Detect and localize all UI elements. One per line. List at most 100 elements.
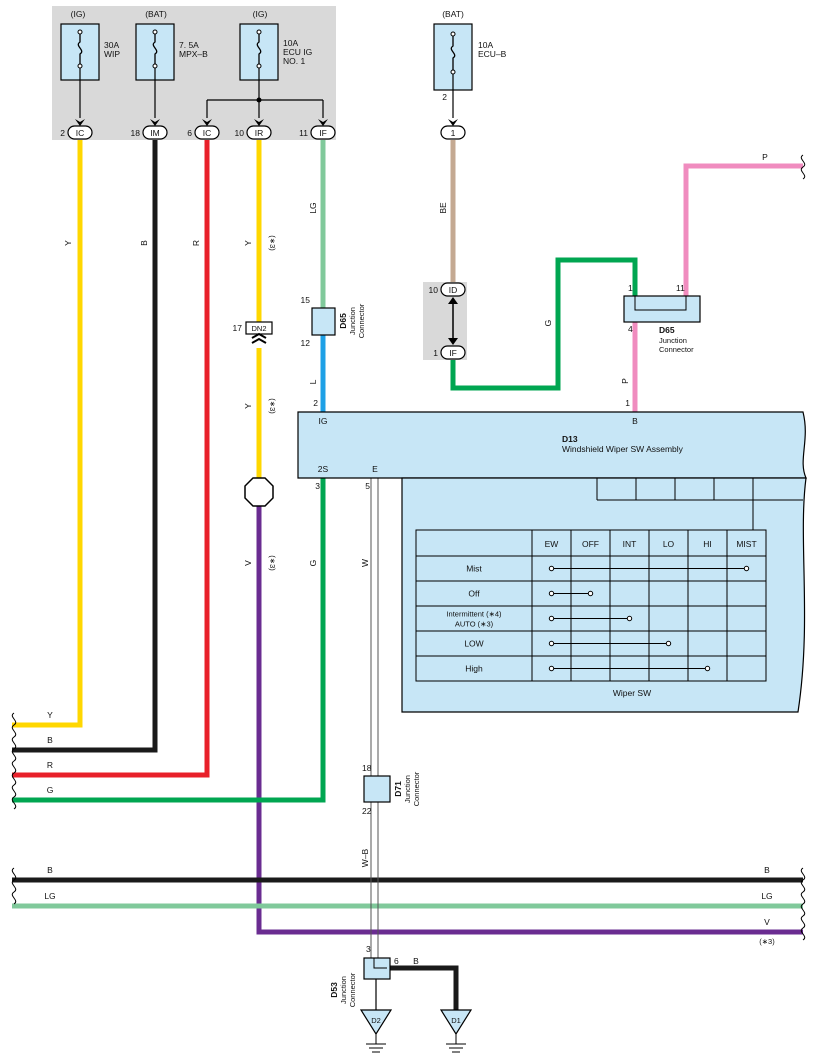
wires [12,140,803,1012]
wire-red [12,140,210,778]
d53-name2: Connector [348,972,357,1007]
switch-row-label: Intermittent (∗4) [446,610,502,619]
pin-1-label: IC [76,128,85,138]
label-bus-star: (∗3) [759,937,775,946]
d65b-name2: Connector [659,345,694,354]
switch-row-label: LOW [464,639,483,649]
d53-p6: 6 [394,956,399,966]
label-y2: Y [243,240,253,246]
d53-id: D53 [329,982,339,998]
d71-name2: Connector [412,771,421,806]
d65b-p4: 4 [628,324,633,334]
switch-contact-point [548,590,555,597]
switch-column-header: MIST [736,539,756,549]
label-bus-lg: LG [44,891,55,901]
wire-white [370,478,379,958]
fuse-4-amp: 10A [478,40,493,50]
switch-contact-point [587,590,594,597]
label-r1: R [191,240,201,246]
d13-pin-ig-no: 2 [313,398,318,408]
switch-contact-point [548,665,555,672]
d71-bot: 22 [362,806,372,816]
label-bus-b-right: B [764,865,770,875]
d65a-top: 15 [301,295,311,305]
jc-bot: IF [449,348,457,358]
label-w: W [360,559,370,567]
jc-top-no: 10 [429,285,439,295]
ground-d1 [439,1009,473,1053]
d13-pin-2s: 2S [318,464,329,474]
d13-pin-ig: IG [319,416,328,426]
ground-d2-label: D2 [371,1016,381,1025]
fuse-1 [60,23,100,81]
junction-d71 [363,775,391,803]
pin-4-no: 10 [235,128,245,138]
switch-column-header: EW [545,539,559,549]
label-ground-b: B [413,956,419,966]
label-p-top: P [762,152,768,162]
switch-contact-point [548,640,555,647]
switch-column-header: INT [623,539,637,549]
d65b-id: D65 [659,325,675,335]
label-left-r: R [47,760,53,770]
ground-d2 [359,1009,393,1053]
d13-pin-e-no: 5 [365,481,370,491]
label-be: BE [438,202,448,214]
switch-column-header: LO [663,539,675,549]
jc-top: ID [449,285,458,295]
junction-d65-left [311,307,336,336]
switch-contact-point [665,640,672,647]
label-v1: V [243,560,253,566]
label-wb: W–B [360,848,370,867]
d53-p3: 3 [366,944,371,954]
switch-row-label: High [465,664,483,674]
pin-5-label: IF [319,128,327,138]
d65a-name1: Junction [348,307,357,335]
label-bus-v-right: V [764,917,770,927]
fuse-3-source: (IG) [253,9,268,19]
fuse-3-name: ECU IG [283,47,312,57]
d65b-p1: 1 [628,283,633,293]
switch-contact-point [548,615,555,622]
pin-3-no: 6 [187,128,192,138]
pin-3-label: IC [203,128,212,138]
switch-row-label: Off [468,589,480,599]
dn2-id: DN2 [251,324,266,333]
fuse-pins [67,125,466,140]
wire-breaks-left [11,712,17,905]
fuse-4-pin-no: 2 [442,92,447,102]
label-star3a: (∗3) [268,235,277,251]
splice-dot [256,97,262,103]
switch-contact-point [626,615,633,622]
pin-2-no: 18 [131,128,141,138]
label-star3c: (∗3) [268,555,277,571]
switch-contact-point [704,665,711,672]
junction-d53 [363,957,391,1010]
label-g1: G [543,320,553,327]
fuse-3-amp: 10A [283,38,298,48]
label-y3: Y [243,403,253,409]
d71-name1: Junction [403,775,412,803]
fuse-1-source: (IG) [71,9,86,19]
fuse-3-name-2: NO. 1 [283,56,305,66]
d71-id: D71 [393,781,403,797]
switch-contact-point [743,565,750,572]
d71-top: 18 [362,763,372,773]
d13-pin-2s-no: 3 [315,481,320,491]
junction-id-if [423,282,467,360]
d13-pin-b-no: 1 [625,398,630,408]
pin-4-label: IR [255,128,264,138]
label-bus-b: B [47,865,53,875]
fuse-4-source: (BAT) [442,9,464,19]
fuse-2-amp: 7. 5A [179,40,199,50]
label-left-y: Y [47,710,53,720]
switch-column-header: OFF [582,539,599,549]
fuse-2-name: MPX–B [179,49,208,59]
label-star3b: (∗3) [268,398,277,414]
d13-pin-e: E [372,464,378,474]
pin-arrows [75,119,458,126]
wire-yellow [12,140,83,728]
d65a-name2: Connector [357,303,366,338]
label-b1: B [139,240,149,246]
